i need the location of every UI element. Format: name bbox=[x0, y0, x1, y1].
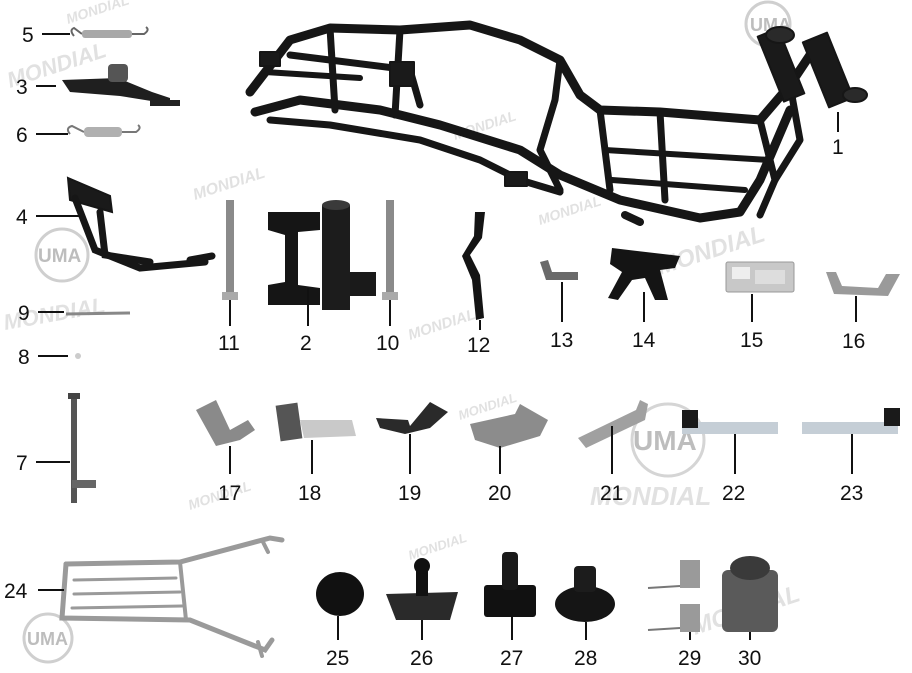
part-number-2: 2 bbox=[300, 332, 312, 355]
part-number-26: 26 bbox=[410, 647, 433, 670]
part-28-mount bbox=[555, 566, 615, 622]
part-18-bracket bbox=[275, 402, 356, 442]
part-number-16: 16 bbox=[842, 330, 865, 353]
part-24-rack bbox=[59, 535, 285, 658]
part-20-plate bbox=[470, 404, 548, 448]
part-number-15: 15 bbox=[740, 329, 763, 352]
part-30-bushing bbox=[722, 556, 778, 632]
part-16-bracket bbox=[826, 272, 900, 296]
part-number-12: 12 bbox=[467, 334, 490, 357]
watermark-text: MONDIAL bbox=[191, 165, 267, 204]
part-25-grommet bbox=[316, 572, 364, 616]
part-number-10: 10 bbox=[376, 332, 399, 355]
part-21-bar bbox=[578, 400, 648, 448]
part-number-22: 22 bbox=[722, 482, 745, 505]
part-number-30: 30 bbox=[738, 647, 761, 670]
part-number-27: 27 bbox=[500, 647, 523, 670]
part-number-20: 20 bbox=[488, 482, 511, 505]
part-number-4: 4 bbox=[16, 206, 28, 229]
part-5-spring bbox=[70, 26, 149, 38]
part-11-bolt bbox=[222, 200, 238, 300]
part-27-mount bbox=[484, 552, 536, 617]
part-number-28: 28 bbox=[574, 647, 597, 670]
part-number-17: 17 bbox=[218, 482, 241, 505]
part-22-bar bbox=[682, 410, 778, 434]
part-19-bracket bbox=[376, 402, 448, 434]
part-number-11: 11 bbox=[218, 332, 240, 355]
watermark-text: MONDIAL bbox=[536, 192, 603, 227]
part-number-25: 25 bbox=[326, 647, 349, 670]
part-number-19: 19 bbox=[398, 482, 421, 505]
part-number-23: 23 bbox=[840, 482, 863, 505]
part-number-7: 7 bbox=[16, 452, 28, 475]
frame-illustration bbox=[245, 20, 868, 226]
uma-logo: UMA bbox=[22, 612, 74, 664]
part-4-center-stand bbox=[66, 176, 216, 272]
part-number-3: 3 bbox=[16, 76, 28, 99]
part-number-1: 1 bbox=[832, 136, 844, 159]
part-number-6: 6 bbox=[16, 124, 28, 147]
part-8-washer bbox=[75, 353, 81, 359]
part-9-pin bbox=[65, 311, 131, 316]
part-2-bracket bbox=[268, 200, 376, 310]
part-26-mount bbox=[386, 558, 458, 620]
uma-logo-text: UMA bbox=[38, 246, 82, 267]
watermark-text: MONDIAL bbox=[406, 530, 468, 563]
part-29-springs bbox=[647, 560, 700, 632]
part-15-box bbox=[725, 261, 795, 293]
watermark-text: MONDIAL bbox=[64, 0, 131, 27]
part-13-bracket bbox=[540, 260, 578, 280]
leader-lines bbox=[36, 33, 857, 640]
part-number-5: 5 bbox=[22, 24, 34, 47]
part-14-plate bbox=[608, 248, 680, 300]
uma-logo: UMA bbox=[34, 227, 90, 283]
part-10-bolt bbox=[382, 200, 398, 300]
part-number-13: 13 bbox=[550, 329, 573, 352]
part-number-21: 21 bbox=[600, 482, 623, 505]
part-3-lever bbox=[62, 64, 180, 106]
watermark-text: MONDIAL bbox=[590, 481, 711, 511]
part-23-bar bbox=[802, 408, 900, 434]
part-number-labels: 1 2 3 4 5 6 7 8 9 10 11 12 13 14 15 16 1… bbox=[4, 24, 865, 670]
uma-logo-text: UMA bbox=[27, 629, 68, 649]
part-number-24: 24 bbox=[4, 580, 28, 603]
part-number-29: 29 bbox=[678, 647, 701, 670]
part-number-9: 9 bbox=[18, 302, 30, 325]
uma-logo: UMA bbox=[630, 402, 706, 478]
part-number-18: 18 bbox=[298, 482, 321, 505]
part-number-14: 14 bbox=[632, 329, 656, 352]
part-number-8: 8 bbox=[18, 346, 30, 369]
part-12-bracket bbox=[462, 212, 485, 320]
part-17-bracket bbox=[196, 400, 255, 446]
part-7-rod bbox=[68, 393, 96, 503]
part-6-spring bbox=[66, 124, 141, 137]
